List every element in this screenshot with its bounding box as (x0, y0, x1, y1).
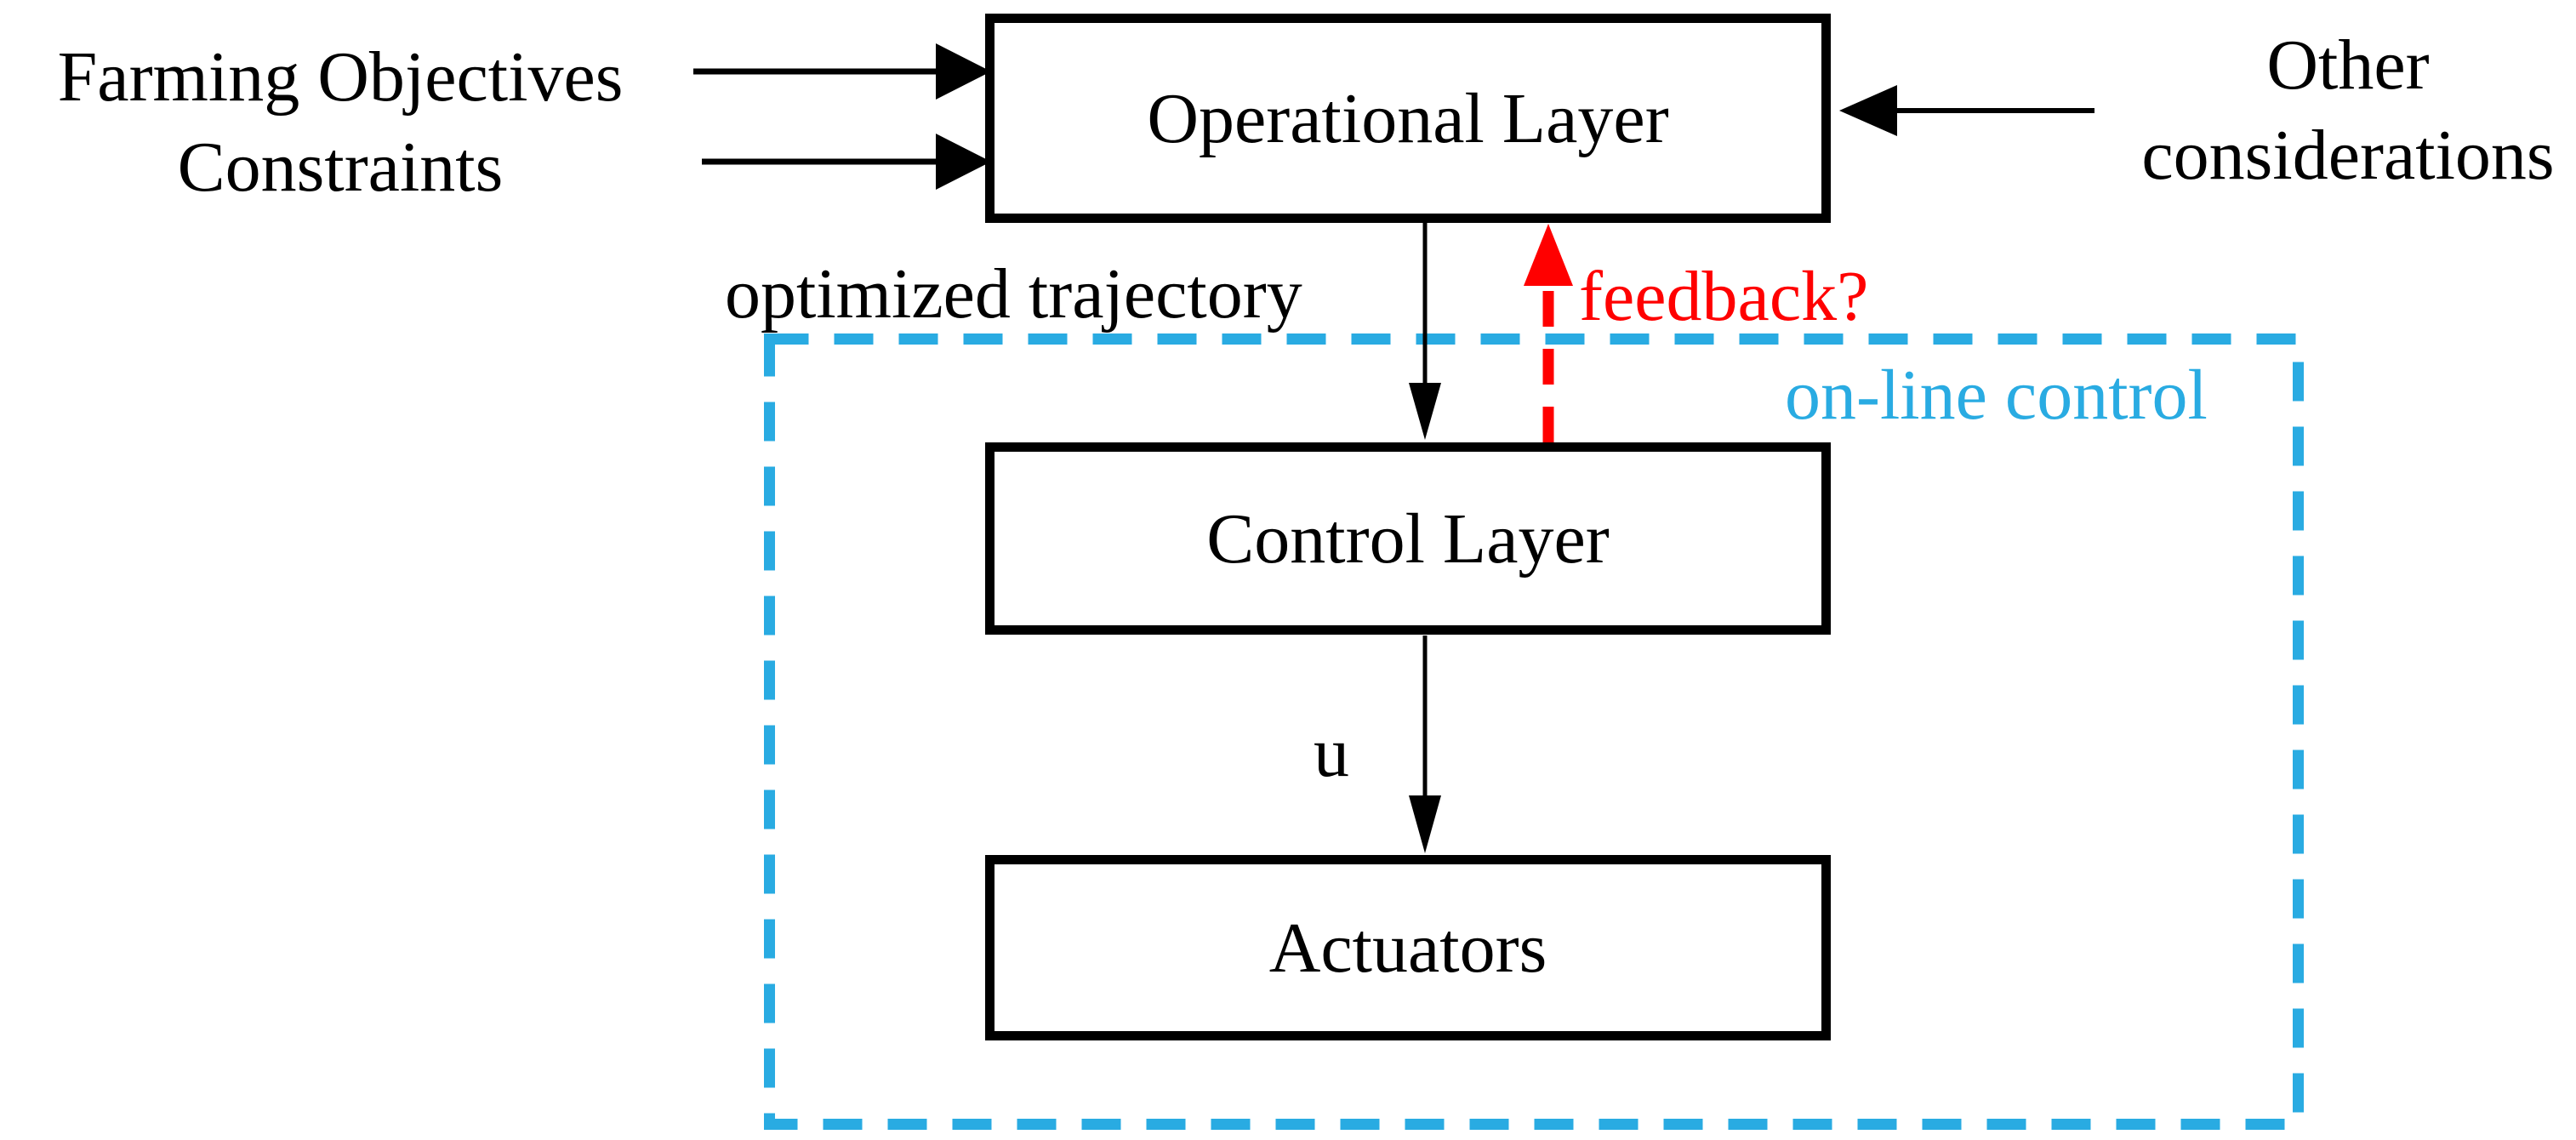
online-control-region-label: on-line control (1785, 356, 2208, 435)
control-signal-arrow (1409, 636, 1441, 853)
operational-layer-label: Operational Layer (1147, 78, 1669, 158)
farming-objectives-label: Farming Objectives (57, 37, 624, 117)
other-considerations-label-line1: Other (2266, 26, 2430, 105)
feedback-label: feedback? (1579, 257, 1869, 336)
optimized-trajectory-arrow (1409, 223, 1441, 440)
control-layer-label: Control Layer (1206, 499, 1610, 579)
farming-objectives-arrow (693, 43, 991, 100)
feedback-arrow (1524, 224, 1573, 442)
control-signal-label: u (1314, 713, 1349, 792)
actuators-label: Actuators (1268, 908, 1547, 988)
constraints-label: Constraints (177, 128, 504, 207)
actuators-box: Actuators (985, 855, 1831, 1040)
constraints-arrow (702, 134, 991, 190)
other-considerations-arrow (1839, 85, 2094, 136)
operational-layer-box: Operational Layer (985, 14, 1831, 223)
optimized-trajectory-label: optimized trajectory (725, 254, 1302, 333)
other-considerations-label-line2: considerations (2141, 116, 2555, 195)
control-layer-box: Control Layer (985, 442, 1831, 635)
